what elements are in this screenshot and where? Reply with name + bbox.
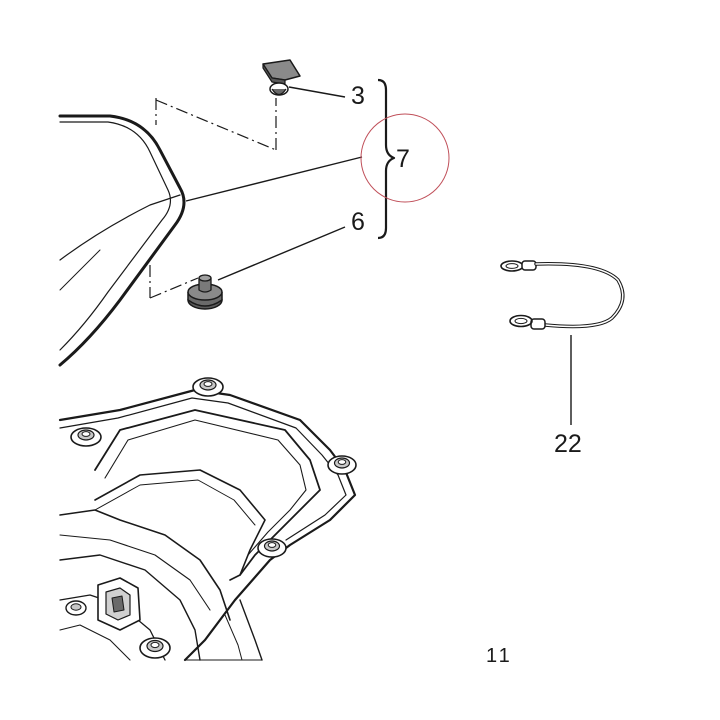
part-22-cable-icon [500, 260, 625, 330]
part-3-clip-icon [262, 59, 301, 96]
bolt-top [192, 377, 224, 397]
seat-latch [65, 577, 141, 631]
callout-6: 6 [351, 208, 365, 236]
callout-3: 3 [351, 82, 365, 110]
callout-7: 7 [396, 145, 410, 173]
assembly-guide-lines [149, 98, 277, 299]
bolt-lower [257, 538, 287, 558]
highlight-circle [360, 113, 450, 203]
group-bracket [377, 78, 396, 240]
part-6-grommet-icon [187, 274, 223, 310]
bolt-right [327, 455, 357, 475]
bolt-bottom [139, 637, 171, 659]
bolt-left [70, 427, 102, 447]
mounting-bolts [70, 377, 357, 659]
page-number: 11 [486, 645, 513, 667]
seat-outline [58, 114, 186, 367]
leader-lines [185, 86, 572, 425]
callout-22: 22 [554, 430, 582, 458]
